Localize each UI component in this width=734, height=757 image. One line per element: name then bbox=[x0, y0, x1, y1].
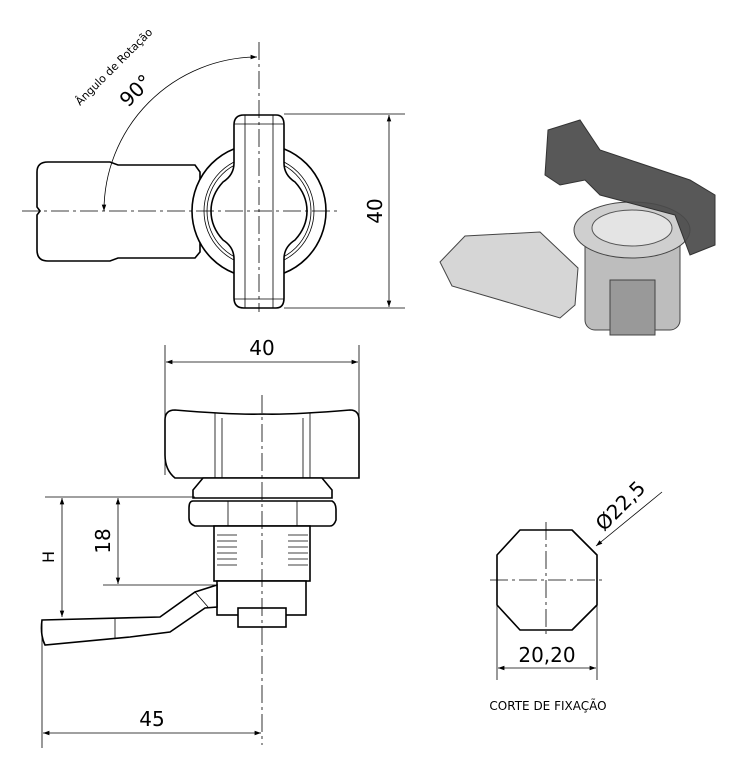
top-height-dim: 40 bbox=[363, 198, 387, 223]
cutout-caption: CORTE DE FIXAÇÃO bbox=[489, 698, 606, 713]
collar bbox=[192, 477, 333, 499]
h-label: H bbox=[39, 551, 58, 563]
top-view: Ângulo de Rotação 90° 40 bbox=[22, 26, 405, 312]
lock-3d-render bbox=[439, 119, 716, 336]
lever-top bbox=[36, 161, 201, 262]
depth-dim: 18 bbox=[91, 528, 115, 553]
cutout-diameter-dim: Ø22,5 bbox=[591, 476, 651, 536]
knob-side bbox=[164, 409, 360, 479]
cutout-width-dim: 20,20 bbox=[518, 643, 575, 667]
side-width-dim: 40 bbox=[249, 336, 274, 360]
side-view: 40 H 18 45 bbox=[39, 336, 360, 748]
angle-value: 90° bbox=[115, 69, 157, 111]
cam-lever bbox=[40, 583, 218, 646]
cutout-view: 20,20 Ø22,5 CORTE DE FIXAÇÃO bbox=[489, 476, 663, 713]
lever-dim: 45 bbox=[139, 707, 164, 731]
cutout-shape bbox=[496, 529, 598, 631]
hex-nut bbox=[188, 500, 337, 527]
